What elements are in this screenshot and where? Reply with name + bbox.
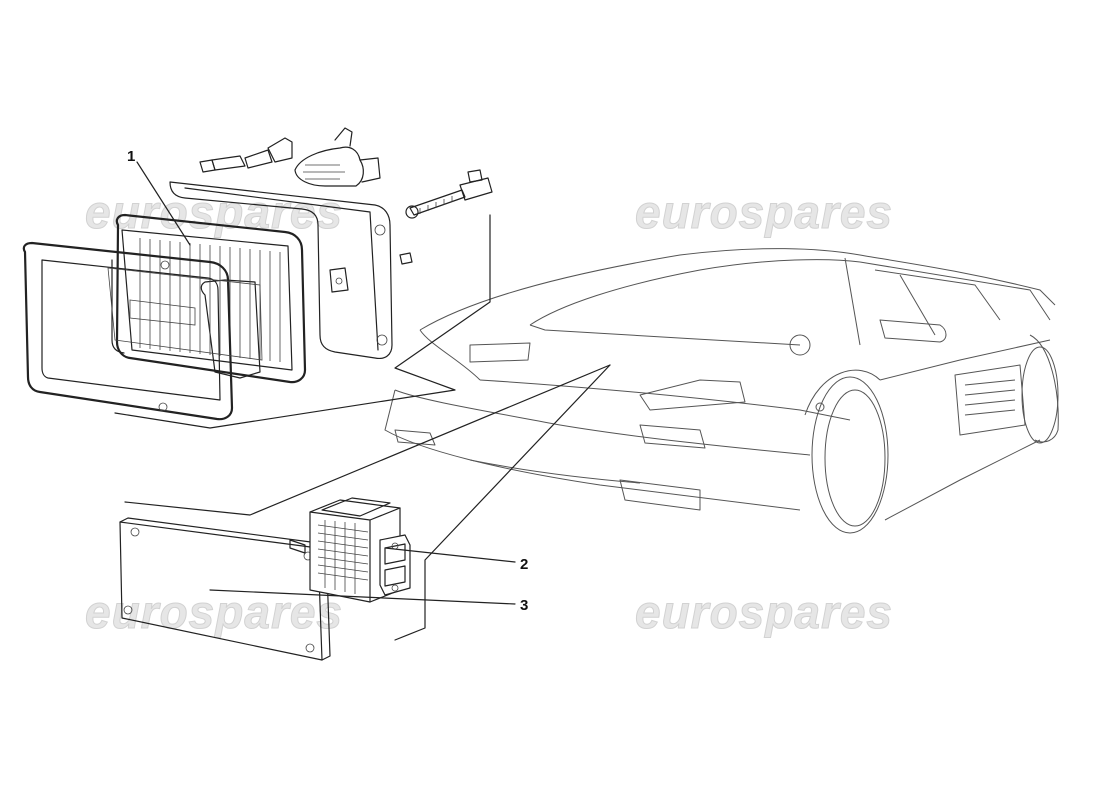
watermark-top-left: eurospares <box>85 186 343 238</box>
callout-leaders <box>136 161 516 605</box>
callout-2: 2 <box>520 556 528 573</box>
callout-1: 1 <box>127 148 135 165</box>
callout-3: 3 <box>520 597 528 614</box>
watermark-top-right: eurospares <box>635 186 893 238</box>
watermark-group: eurospares eurospares eurospares eurospa… <box>85 186 893 639</box>
car-outline <box>384 248 1059 534</box>
watermark-bottom-right: eurospares <box>635 586 893 638</box>
watermark-bottom-left: eurospares <box>85 586 343 638</box>
headlamp-assembly <box>22 127 493 421</box>
leader-lines <box>114 214 611 641</box>
control-unit-assembly <box>119 497 411 661</box>
bulb-components <box>199 127 493 219</box>
